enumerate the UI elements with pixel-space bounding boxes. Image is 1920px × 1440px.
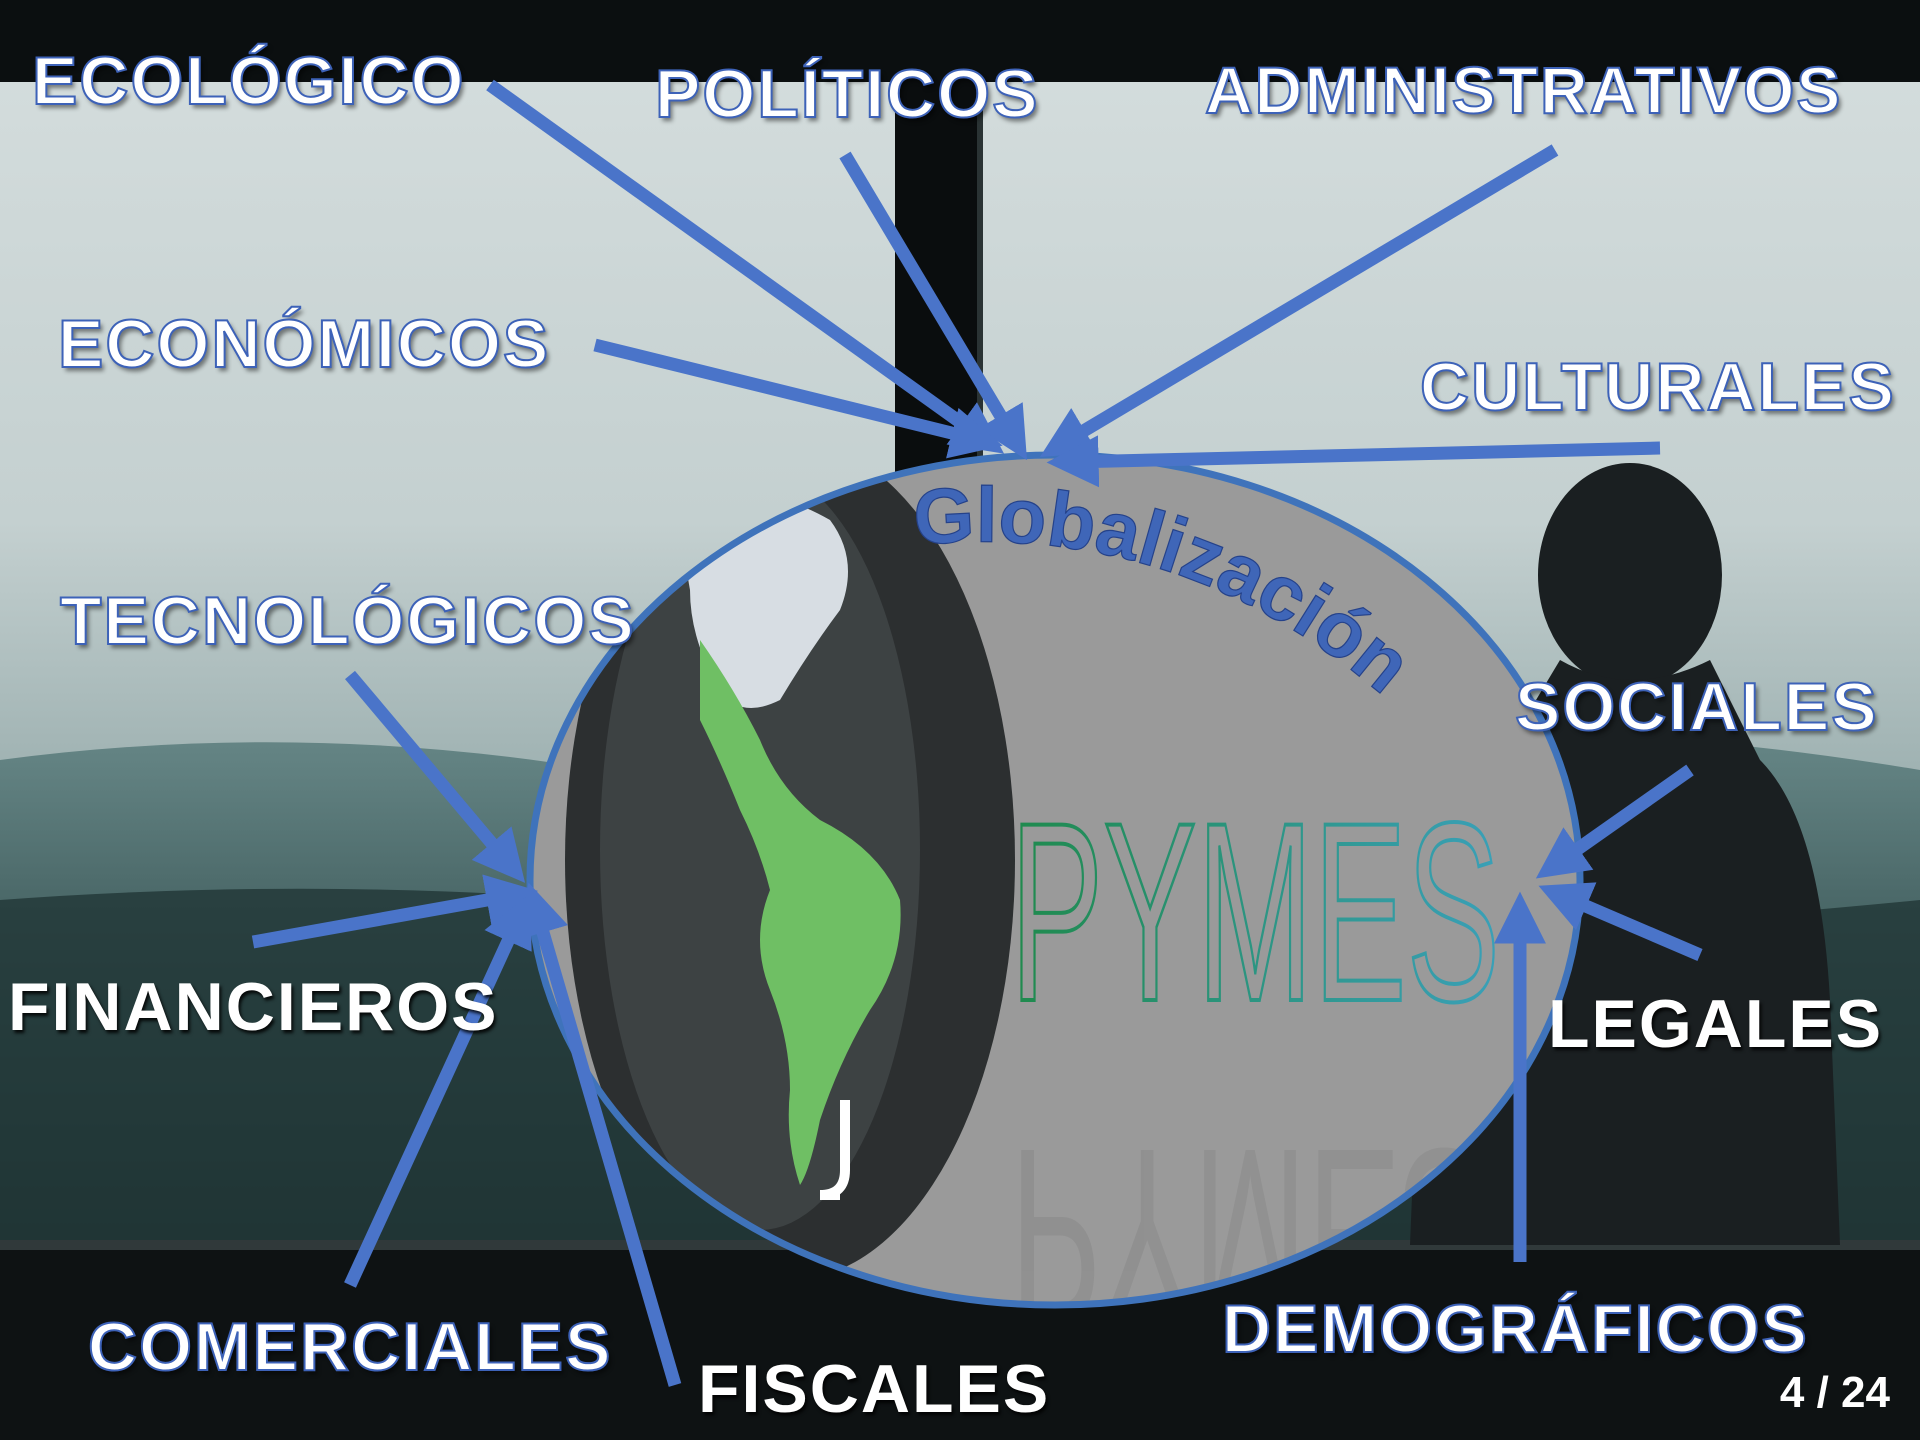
- arrow-economicos: [593, 338, 1003, 459]
- pymes-logo: PYMES: [1010, 770, 1500, 1055]
- label-ecologico: ECOLÓGICO: [31, 42, 466, 120]
- label-politicos: POLÍTICOS: [654, 55, 1040, 133]
- arrow-administrativos: [1039, 144, 1559, 457]
- arrow-legales: [1538, 882, 1703, 961]
- arrow-ecologico: [486, 79, 1005, 454]
- label-fiscales: FISCALES: [698, 1351, 1051, 1427]
- label-demograficos: DEMOGRÁFICOS: [1221, 1290, 1809, 1368]
- arrow-financieros: [251, 874, 539, 949]
- arrow-culturales: [1046, 435, 1661, 488]
- label-legales: LEGALES: [1548, 986, 1884, 1062]
- label-tecnologicos: TECNOLÓGICOS: [59, 582, 636, 660]
- label-economicos: ECONÓMICOS: [57, 305, 551, 383]
- arrow-comerciales: [344, 893, 532, 1288]
- page-indicator: 4 / 24: [1779, 1368, 1890, 1417]
- arrow-fiscales: [518, 882, 682, 1387]
- label-sociales: SOCIALES: [1514, 668, 1879, 746]
- label-administrativos: ADMINISTRATIVOS: [1204, 52, 1843, 128]
- arrow-tecnologicos: [345, 670, 526, 883]
- arrow-politicos: [839, 151, 1027, 461]
- label-culturales: CULTURALES: [1419, 348, 1896, 426]
- arrow-sociales: [1535, 764, 1694, 879]
- label-financieros: FINANCIEROS: [8, 969, 499, 1045]
- label-comerciales: COMERCIALES: [87, 1308, 613, 1386]
